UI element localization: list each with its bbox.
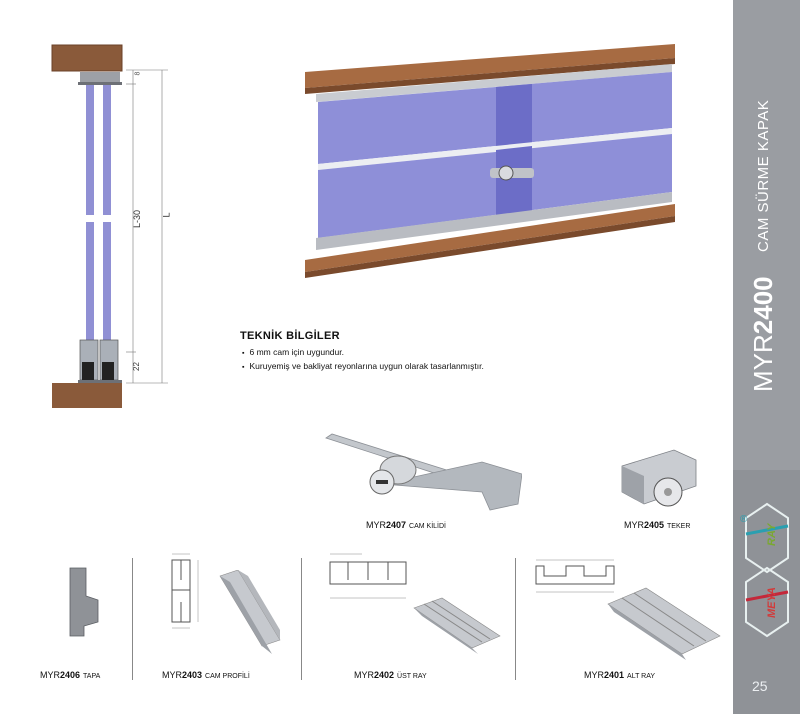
dim-l-label: L bbox=[161, 212, 172, 218]
divider-1 bbox=[132, 558, 133, 680]
product-name-vertical: CAM SÜRME KAPAK bbox=[755, 99, 772, 252]
tech-info-title: TEKNİK BİLGİLER bbox=[240, 330, 340, 342]
top-rail-drawing bbox=[322, 550, 412, 610]
model-title-vertical: MYR2400 bbox=[748, 276, 778, 392]
dim-top-label: 8 bbox=[134, 71, 142, 76]
page-number: 25 bbox=[752, 678, 768, 694]
glass-profile-image bbox=[214, 569, 284, 660]
divider-3 bbox=[515, 558, 516, 680]
dim-bottom-label: 22 bbox=[131, 362, 141, 371]
product-image-lock bbox=[322, 432, 523, 512]
bottom-rail-image bbox=[606, 584, 722, 660]
side-band bbox=[733, 0, 800, 470]
top-rail-image bbox=[412, 596, 502, 656]
sliding-door-render bbox=[300, 40, 680, 285]
brand-meya-text: MEYA bbox=[766, 587, 778, 618]
meya-ray-logo: RAY MEYA ® bbox=[738, 488, 796, 638]
product-image-cap bbox=[62, 566, 102, 638]
brand-ray-text: RAY bbox=[766, 523, 778, 546]
tech-bullet-1: 6 mm cam için uygundur. bbox=[242, 347, 343, 357]
bottom-rail-drawing bbox=[526, 556, 622, 600]
product-image-wheel bbox=[618, 446, 698, 512]
divider-2 bbox=[301, 558, 302, 680]
tech-bullet-2: Kuruyemiş ve bakliyat reyonlarına uygun … bbox=[242, 361, 483, 371]
glass-profile-drawing bbox=[158, 550, 218, 632]
cross-section-drawing: 8 L-30 L 22 bbox=[40, 40, 180, 412]
dim-l30-label: L-30 bbox=[132, 209, 143, 229]
registered-mark: ® bbox=[740, 514, 748, 525]
